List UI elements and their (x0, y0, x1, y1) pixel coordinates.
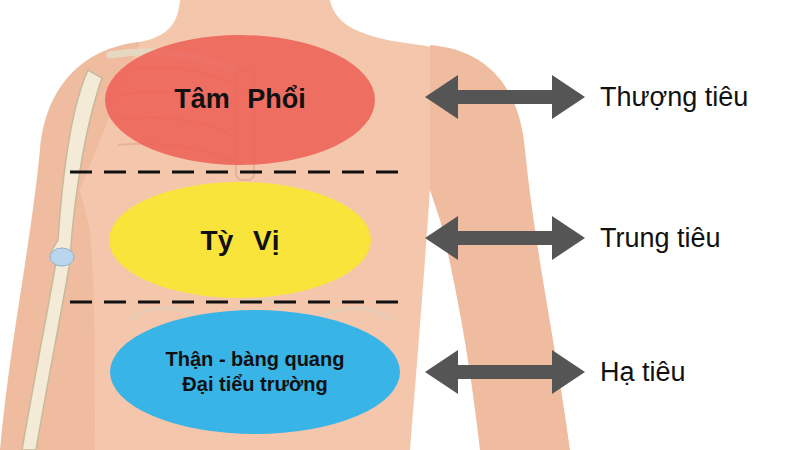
organ-ellipse: Tỳ Vị (109, 182, 371, 298)
organ-ellipse: Tâm Phổi (105, 35, 375, 165)
ellipse-fill (105, 35, 375, 165)
organ-name: Thận - bàng quang (166, 347, 345, 372)
ellipse-shape (110, 310, 400, 434)
elbow-joint (50, 248, 74, 266)
divider-line (70, 301, 410, 304)
arm-bone (52, 70, 102, 263)
double-arrow (425, 216, 585, 260)
region-label: Trung tiêu (600, 223, 721, 254)
ellipse-fill (110, 310, 400, 434)
organ-name: Tâm Phổi (174, 83, 306, 117)
ellipse-fill (109, 182, 371, 298)
divider-line (70, 171, 410, 174)
forearm-bone (22, 262, 70, 450)
region-label: Hạ tiêu (600, 357, 686, 388)
double-arrow (425, 350, 585, 394)
region-label: Thượng tiêu (600, 82, 748, 113)
double-arrow (425, 75, 585, 119)
organ-name: Đại tiểu trường (182, 372, 327, 397)
organ-name: Tỳ Vị (201, 223, 280, 258)
organ-ellipse: Thận - bàng quangĐại tiểu trường (110, 310, 400, 434)
